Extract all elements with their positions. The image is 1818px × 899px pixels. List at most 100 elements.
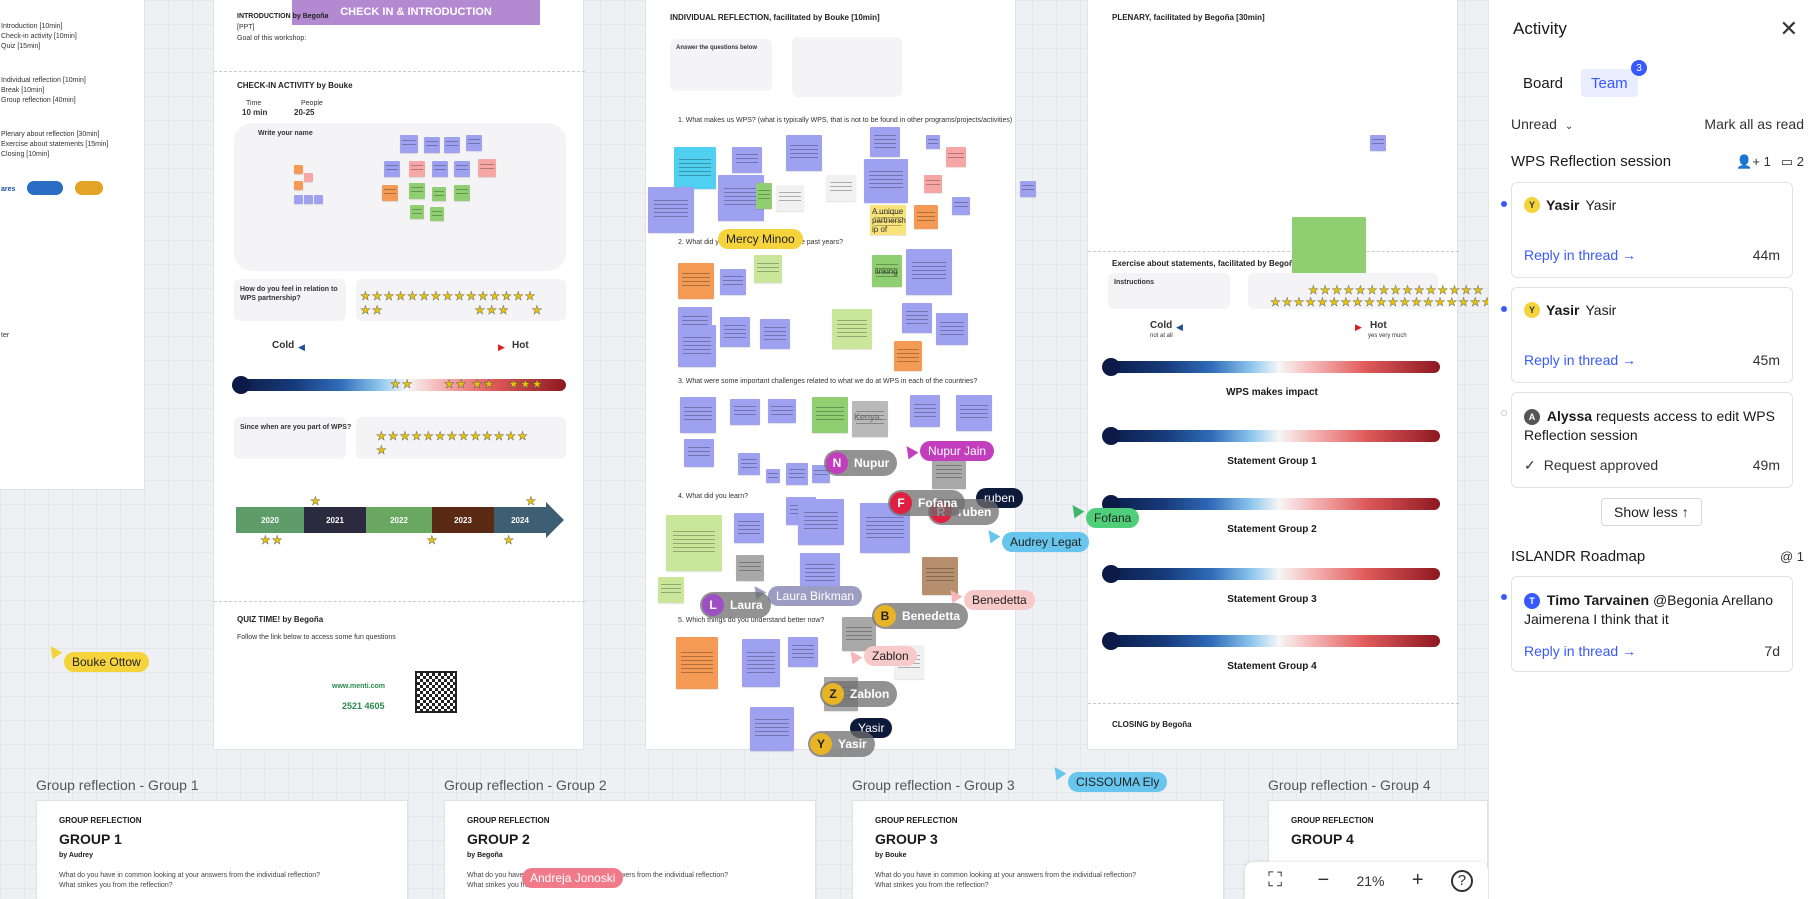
sticky-note[interactable] xyxy=(826,175,856,201)
individual-reflection-frame[interactable]: INDIVIDUAL REFLECTION, facilitated by Bo… xyxy=(645,0,1036,751)
activity-card[interactable]: Y Yasir Yasir Reply in thread → 44m xyxy=(1511,182,1793,278)
sticky-note[interactable] xyxy=(926,135,940,149)
since-stars-area[interactable]: ★★★★★★★★★★★★★ ★ xyxy=(356,417,566,459)
sticky-note[interactable] xyxy=(304,173,313,182)
star-stickers[interactable]: ★★★★★★★★★★★★★★★ xyxy=(360,289,537,303)
sticky-note[interactable] xyxy=(812,397,848,433)
sticky-note[interactable] xyxy=(410,205,424,219)
sticky-note[interactable] xyxy=(648,187,694,233)
sticky-note[interactable] xyxy=(384,161,400,177)
statement-scale[interactable] xyxy=(1102,427,1440,445)
sticky-note[interactable] xyxy=(842,617,876,651)
statement-scale[interactable] xyxy=(1102,358,1440,376)
star-stickers[interactable]: ★★ ★ ★ xyxy=(260,533,516,547)
scale-knob[interactable] xyxy=(1102,427,1120,445)
sticky-note[interactable] xyxy=(676,637,718,689)
sticky-note[interactable] xyxy=(409,161,425,177)
group-card[interactable]: GROUP REFLECTION GROUP 2 by Begoña What … xyxy=(444,800,816,899)
statement-scale[interactable] xyxy=(1102,565,1440,583)
sticky-note-linking[interactable] xyxy=(872,255,902,287)
sticky-note[interactable] xyxy=(666,515,722,571)
feel-stars-area[interactable]: ★★★★★★★★★★★★★★★ ★★ ★★★ ★ xyxy=(356,279,566,321)
zoom-level[interactable]: 21% xyxy=(1356,872,1385,889)
star-stickers[interactable]: ★ xyxy=(376,443,388,457)
activity-card[interactable]: T Timo Tarvainen @Begonia Arellano Jaime… xyxy=(1511,576,1793,672)
star-stickers[interactable]: ★★★★★★★★★★★★★ xyxy=(376,429,529,443)
sticky-note[interactable] xyxy=(936,313,968,345)
sticky-note[interactable] xyxy=(454,185,470,201)
sticky-note[interactable] xyxy=(756,183,772,209)
sticky-note[interactable] xyxy=(294,165,303,174)
sticky-note[interactable] xyxy=(720,317,750,347)
sticky-note[interactable] xyxy=(732,147,762,173)
star-stickers[interactable]: ★★★★★★★★★★★★★★★★★★★★ xyxy=(1270,295,1488,309)
sticky-note[interactable] xyxy=(424,137,440,153)
sticky-note[interactable] xyxy=(730,399,760,425)
sticky-note[interactable] xyxy=(766,469,780,483)
sticky-note[interactable] xyxy=(400,135,418,153)
sticky-note[interactable] xyxy=(738,453,760,475)
sticky-note[interactable] xyxy=(914,205,938,229)
sticky-note[interactable] xyxy=(922,557,958,595)
reply-in-thread-link[interactable]: Reply in thread → xyxy=(1524,643,1637,659)
sticky-note[interactable] xyxy=(736,555,764,581)
minus-icon[interactable]: − xyxy=(1317,869,1330,891)
sticky-note[interactable] xyxy=(760,319,790,349)
sticky-note[interactable] xyxy=(952,197,970,215)
board-name[interactable]: WPS Reflection session xyxy=(1511,153,1672,170)
sticky-note[interactable] xyxy=(768,399,796,423)
sticky-note[interactable] xyxy=(742,639,780,687)
sticky-note[interactable] xyxy=(294,195,303,204)
sticky-note[interactable] xyxy=(680,397,716,433)
sticky-note[interactable] xyxy=(906,249,952,295)
fit-frame-icon[interactable]: ⛶ xyxy=(1268,869,1283,891)
sticky-note[interactable] xyxy=(910,395,940,427)
sticky-note[interactable] xyxy=(832,309,872,349)
sticky-note-kenya[interactable] xyxy=(852,401,888,437)
sticky-note[interactable] xyxy=(430,207,444,221)
sticky-note[interactable] xyxy=(924,175,942,193)
sticky-note[interactable] xyxy=(1020,181,1036,197)
sticky-note[interactable] xyxy=(658,577,684,603)
qr-code[interactable] xyxy=(415,671,457,713)
agenda-frame[interactable]: Introduction [10min] Check-in activity [… xyxy=(0,0,145,490)
plenary-frame[interactable]: PLENARY, facilitated by Begoña [30min] E… xyxy=(1087,0,1488,750)
checkin-frame[interactable]: CHECK IN & INTRODUCTION INTRODUCTION by … xyxy=(213,0,585,750)
plus-icon[interactable]: + xyxy=(1411,869,1424,891)
sticky-note[interactable] xyxy=(684,439,714,467)
sticky-note[interactable] xyxy=(946,147,966,167)
unread-filter-dropdown[interactable]: Unread ⌄ xyxy=(1511,116,1573,132)
scale-knob[interactable] xyxy=(232,376,250,394)
show-less-button[interactable]: Show less ↑ xyxy=(1601,498,1702,526)
sticky-note[interactable] xyxy=(314,195,323,204)
sticky-note[interactable] xyxy=(870,127,900,157)
tab-board[interactable]: Board xyxy=(1523,74,1564,92)
star-stickers[interactable]: ★★★★★★★★★★★★★★★ xyxy=(1308,283,1485,297)
menti-url[interactable]: www.menti.com xyxy=(332,683,386,690)
sticky-note[interactable] xyxy=(894,341,922,371)
sticky-note-a-unique[interactable] xyxy=(870,205,906,235)
activity-card[interactable]: A Alyssa requests access to edit WPS Ref… xyxy=(1511,392,1793,488)
statement-scale[interactable] xyxy=(1102,632,1440,650)
sticky-note[interactable] xyxy=(674,147,716,189)
whiteboard-canvas[interactable]: Introduction [10min] Check-in activity [… xyxy=(0,0,1488,899)
scale-knob[interactable] xyxy=(1102,565,1120,583)
sticky-note[interactable] xyxy=(409,183,425,199)
group-card[interactable]: GROUP REFLECTION GROUP 3 by Bouke What d… xyxy=(852,800,1224,899)
sticky-note[interactable] xyxy=(734,513,764,543)
sticky-note[interactable] xyxy=(432,187,446,201)
reply-in-thread-link[interactable]: Reply in thread → xyxy=(1524,352,1637,368)
board-name[interactable]: ISLANDR Roadmap xyxy=(1511,548,1646,565)
statement-stars-area[interactable]: ★★★★★★★★★★★★★★★ ★★★★★★★★★★★★★★★★★★★★ xyxy=(1248,273,1488,309)
sticky-note[interactable] xyxy=(678,325,716,367)
scale-knob[interactable] xyxy=(1102,358,1120,376)
sticky-note[interactable] xyxy=(786,463,808,485)
sticky-note[interactable] xyxy=(382,185,398,201)
sticky-note[interactable] xyxy=(454,161,470,177)
sticky-note[interactable] xyxy=(788,637,818,667)
sticky-note[interactable] xyxy=(786,135,822,171)
sticky-note[interactable] xyxy=(466,135,482,151)
sticky-note[interactable] xyxy=(478,159,496,177)
sticky-note[interactable] xyxy=(956,395,992,431)
group-card[interactable]: GROUP REFLECTION GROUP 1 by Audrey What … xyxy=(36,800,408,899)
